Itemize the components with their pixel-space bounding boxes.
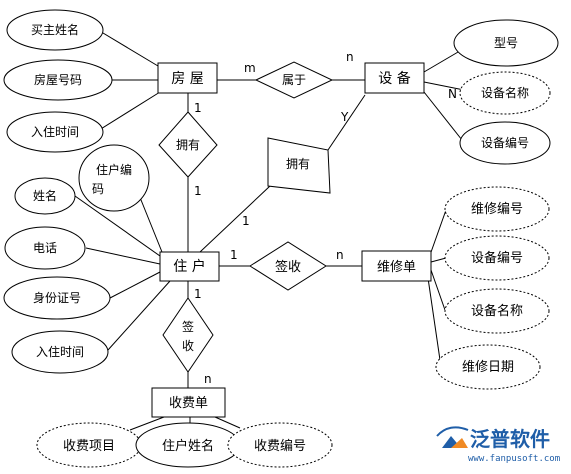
relationship-belongs: 属于: [254, 61, 334, 99]
svg-text:Y: Y: [340, 110, 349, 124]
relationship-fee-sign-label-2: 收: [182, 339, 194, 353]
relationship-resident-equipment-has-label: 拥有: [286, 157, 310, 171]
svg-text:码: 码: [92, 182, 104, 196]
fanpu-logo-icon: [436, 426, 469, 448]
attribute-fee-item: 收费项目: [36, 422, 142, 468]
attribute-house-move-in-time: 入住时间: [6, 111, 104, 153]
relationship-fee-sign: 签 收: [162, 297, 214, 373]
attribute-fee-resident-name: 住户姓名: [135, 422, 241, 468]
attribute-resident-name: 姓名: [14, 177, 76, 215]
entity-repair-order: 维修单: [361, 250, 432, 282]
svg-text:设备编号: 设备编号: [481, 135, 529, 150]
entity-repair-order-label: 维修单: [377, 260, 416, 275]
svg-text:1: 1: [194, 287, 202, 301]
entity-resident-label: 住 户: [173, 258, 205, 275]
svg-text:1: 1: [194, 184, 202, 198]
svg-text:设备名称: 设备名称: [481, 85, 529, 100]
attribute-resident-phone: 电话: [4, 226, 86, 270]
svg-text:1: 1: [194, 101, 202, 115]
svg-text:m: m: [244, 61, 256, 75]
relationship-house-resident-has-label: 拥有: [176, 138, 200, 152]
attribute-resident-move-in-time: 入住时间: [11, 330, 109, 374]
entity-equipment: 设 备: [364, 62, 425, 94]
attribute-equipment-name: 设备名称: [459, 71, 551, 115]
connection-lines: [74, 29, 471, 431]
svg-text:房屋号码: 房屋号码: [34, 72, 82, 87]
relationship-repair-sign-label: 签收: [275, 259, 301, 275]
svg-text:设备编号: 设备编号: [471, 250, 523, 266]
svg-text:电话: 电话: [33, 241, 57, 255]
svg-text:型号: 型号: [494, 36, 518, 50]
svg-text:设备名称: 设备名称: [471, 303, 523, 319]
svg-text:入住时间: 入住时间: [36, 345, 84, 359]
entity-resident: 住 户: [159, 251, 220, 282]
attribute-resident-id-number: 身份证号: [3, 276, 111, 320]
relationship-belongs-label: 属于: [282, 73, 306, 87]
entity-house: 房 屋: [157, 62, 218, 94]
svg-text:买主姓名: 买主姓名: [31, 22, 79, 37]
attribute-repair-equipment-code: 设备编号: [444, 235, 550, 281]
svg-text:姓名: 姓名: [33, 188, 57, 203]
cardinality-labels: m n N Y 1 1 1 1 n 1 n: [194, 50, 457, 386]
svg-text:住户编: 住户编: [96, 162, 132, 177]
attribute-repair-code: 维修编号: [444, 186, 550, 232]
entity-fee-bill: 收费单: [151, 387, 226, 418]
attribute-resident-code: 住户编 码: [78, 144, 150, 212]
attribute-house-number: 房屋号码: [3, 59, 113, 101]
svg-text:维修编号: 维修编号: [471, 202, 523, 217]
svg-text:住户姓名: 住户姓名: [162, 438, 214, 454]
fanpu-logo: 泛普软件 www.fanpusoft.com: [436, 426, 560, 464]
attribute-house-owner-name: 买主姓名: [6, 9, 104, 51]
attribute-fee-code: 收费编号: [227, 422, 333, 468]
svg-text:n: n: [336, 248, 344, 262]
svg-text:n: n: [204, 372, 212, 386]
attribute-repair-date: 维修日期: [435, 344, 541, 390]
relationship-resident-equipment-has: 拥有: [267, 137, 331, 194]
attribute-equipment-code: 设备编号: [459, 121, 551, 165]
svg-text:入住时间: 入住时间: [31, 125, 79, 139]
relationship-repair-sign: 签收: [249, 241, 327, 291]
svg-text:收费项目: 收费项目: [63, 439, 115, 454]
svg-text:身份证号: 身份证号: [33, 290, 81, 305]
fanpu-logo-name: 泛普软件: [470, 427, 550, 451]
svg-text:1: 1: [242, 214, 250, 228]
entity-house-label: 房 屋: [171, 71, 203, 87]
svg-text:N: N: [448, 87, 457, 101]
svg-text:n: n: [346, 50, 354, 64]
svg-text:维修日期: 维修日期: [462, 360, 514, 375]
relationship-fee-sign-label-1: 签: [182, 319, 194, 334]
svg-text:收费编号: 收费编号: [254, 439, 306, 454]
entity-fee-bill-label: 收费单: [169, 396, 208, 411]
attribute-repair-equipment-name: 设备名称: [444, 288, 550, 334]
fanpu-logo-url: www.fanpusoft.com: [468, 454, 560, 464]
relationship-house-resident-has: 拥有: [158, 111, 218, 178]
entity-equipment-label: 设 备: [378, 70, 410, 87]
attribute-equipment-model: 型号: [453, 19, 559, 67]
svg-text:1: 1: [230, 248, 238, 262]
